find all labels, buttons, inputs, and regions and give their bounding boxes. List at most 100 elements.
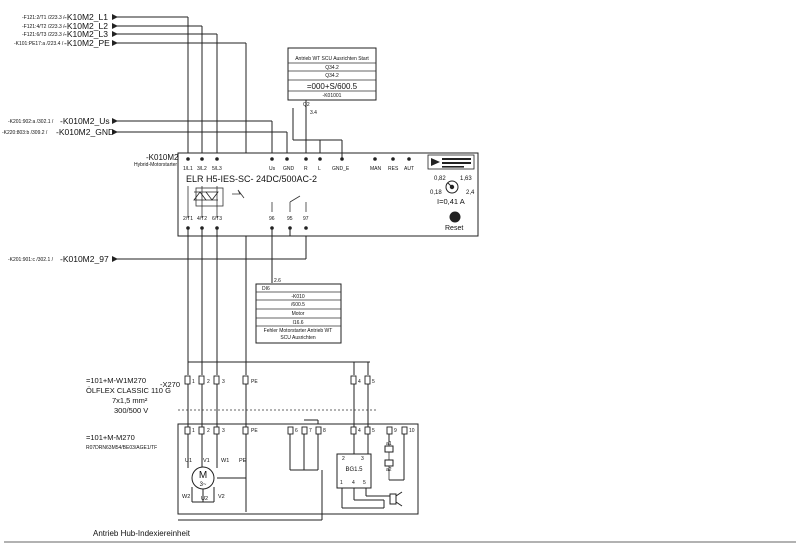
brake-pin-a1: a1 (386, 441, 392, 447)
terminal-95: 95 (287, 216, 293, 222)
signal-us-name: -K010M2_Us (60, 116, 110, 126)
terminal-3-l2: 3/L2 (197, 166, 207, 172)
motor-letter: M (199, 470, 207, 481)
signal-gnd-name: -K010M2_GND (56, 127, 114, 137)
cable-tag: =101+M-W1M270 (86, 376, 146, 385)
ref-top-row-3: =000+S/600.5 (307, 82, 358, 91)
reference-box-top: Antrieb WT SCU Ausrichten Start Q34.2 Q3… (287, 47, 377, 118)
ref-bottom-row-1: DI6 (262, 286, 270, 292)
motor-terminal-1: 1 (192, 428, 195, 434)
terminal-man: MAN (370, 166, 382, 172)
terminal-5-l3: 5/L3 (212, 166, 222, 172)
signal-l1-source: -F121:2/T1 /223.3 / (22, 15, 65, 21)
rectifier-pin-2: 2 (342, 456, 345, 462)
rectifier-pin-4: 4 (352, 480, 355, 486)
rectifier-label: BG1.5 (345, 467, 363, 473)
ref-top-page: 3.4 (310, 110, 317, 116)
reset-button: Reset (445, 211, 463, 232)
cable-core-5: 5 (372, 379, 375, 385)
cable-voltage: 300/500 V (114, 406, 148, 415)
motor-terminal-9: 9 (394, 428, 397, 434)
motor-tag: =101+M-M270 (86, 433, 135, 442)
motor-terminal-5: 5 (372, 428, 375, 434)
brake-rectifier: BG1.5 2 3 1 4 5 (336, 434, 403, 509)
terminal-97: 97 (303, 216, 309, 222)
drive-label: Antrieb Hub-Indexiereinheit (93, 529, 191, 538)
cable-x270: =101+M-W1M270 ÖLFLEX CLASSIC 110 G 7x1,5… (86, 375, 376, 428)
winding-v1: V1 (203, 458, 210, 464)
terminal-6-t3: 6/T3 (212, 216, 222, 222)
ref-bottom-note-1: Fehler Motorstarter Antrieb WT (264, 328, 333, 334)
winding-u2: U2 (201, 496, 208, 502)
motor-terminal-2: 2 (207, 428, 210, 434)
rectifier-pin-3: 3 (361, 456, 364, 462)
winding-pe: PE (239, 458, 247, 464)
cable-cross: 7x1,5 mm² (112, 396, 148, 405)
starter-tag: -K010M2 (146, 153, 179, 162)
motor-terminal-pe: PE (251, 428, 258, 434)
terminal-4-t2: 4/T2 (197, 216, 207, 222)
motor-terminal-3: 3 (222, 428, 225, 434)
brake-pin-a2: a2 (386, 467, 392, 473)
signal-pe-source: -K101:PE17:a /223.4 / (14, 41, 64, 47)
brake-coil: a1 a2 (384, 434, 405, 481)
dial-value-3: 0,18 (430, 190, 442, 196)
starter-tag-sub: Hybrid-Motorstarter (134, 162, 177, 168)
terminal-gnd-e: GND_E (332, 166, 350, 172)
motor-m270: =101+M-M270 R07DRN63M54/BE03/AGE1/TF 1 2… (86, 419, 419, 521)
cable-core-2: 2 (207, 379, 210, 385)
relay-contact: 96 95 97 (269, 195, 309, 222)
starter-model: ELR H5-IES-SC- 24DC/500AC-2 (186, 174, 317, 184)
ref-top-addr: Q2 (303, 102, 310, 108)
terminal-l: L (318, 166, 321, 172)
reference-box-bottom: 2.6 DI6 -K010 /600.5 Motor I16.6 Fehler … (255, 228, 342, 344)
ref-bottom-row-3: /600.5 (291, 302, 305, 308)
reset-label: Reset (445, 225, 463, 232)
motor-terminal-4: 4 (358, 428, 361, 434)
signal-l2-name: -K10M2_L2 (64, 21, 108, 31)
cable-core-pe: PE (251, 379, 258, 385)
signal-97-name: -K010M2_97 (60, 254, 109, 264)
manufacturer-logo (427, 154, 475, 170)
ref-top-row-4: -K01001 (323, 93, 342, 99)
cable-core-1: 1 (192, 379, 195, 385)
signal-labels: -F121:2/T1 /223.3 / -K10M2_L1 -F121:4/T2… (2, 12, 114, 264)
rectifier-pin-5: 5 (363, 480, 366, 486)
motor-terminal-7: 7 (309, 428, 312, 434)
ref-top-row-1: Q34.2 (325, 65, 339, 71)
cable-core-3: 3 (222, 379, 225, 385)
terminal-res: RES (388, 166, 399, 172)
motor-phase: 3~ (200, 482, 207, 488)
cable-core-markers (184, 375, 371, 385)
cable-core-4: 4 (358, 379, 361, 385)
terminal-1-l1: 1/L1 (183, 166, 193, 172)
terminal-gnd: GND (283, 166, 295, 172)
current-dial: 0,82 1,63 0,18 2,4 I=0,41 A (430, 176, 475, 206)
ref-bottom-note-2: SCU Ausrichten (280, 335, 316, 341)
winding-u1: U1 (185, 458, 192, 464)
terminal-96: 96 (269, 216, 275, 222)
ref-bottom-row-5: I16.6 (292, 320, 303, 326)
signal-l2-source: -F121:4/T2 /223.3 / (22, 24, 65, 30)
signal-pe-name: -K10M2_PE (64, 38, 110, 48)
winding-w1: W1 (221, 458, 229, 464)
terminal-aut: AUT (404, 166, 414, 172)
motor-starter: -K010M2 Hybrid-Motorstarter ELR H5-IES-S… (134, 139, 479, 237)
ref-top-row-2: Q34.2 (325, 73, 339, 79)
motor-part: R07DRN63M54/BE03/AGE1/TF (86, 445, 157, 451)
ref-bottom-row-2: -K010 (291, 294, 305, 300)
terminal-us: Us (269, 166, 276, 172)
cable-type: ÖLFLEX CLASSIC 110 G (86, 386, 171, 395)
motor-terminal-10: 10 (409, 428, 415, 434)
signal-l3-name: -K10M2_L3 (64, 29, 108, 39)
terminal-2-t1: 2/T1 (183, 216, 193, 222)
dial-value-4: 2,4 (466, 190, 475, 196)
thyristor-symbols (187, 186, 245, 218)
dial-value-1: 0,82 (434, 176, 446, 182)
signal-us-source: -K201:902:a /302.1 / (8, 119, 54, 125)
winding-w2: W2 (182, 494, 190, 500)
signal-97-source: -K201:901:c /302.1 / (8, 257, 54, 263)
signal-l1-name: -K10M2_L1 (64, 12, 108, 22)
rectifier-pin-1: 1 (340, 480, 343, 486)
